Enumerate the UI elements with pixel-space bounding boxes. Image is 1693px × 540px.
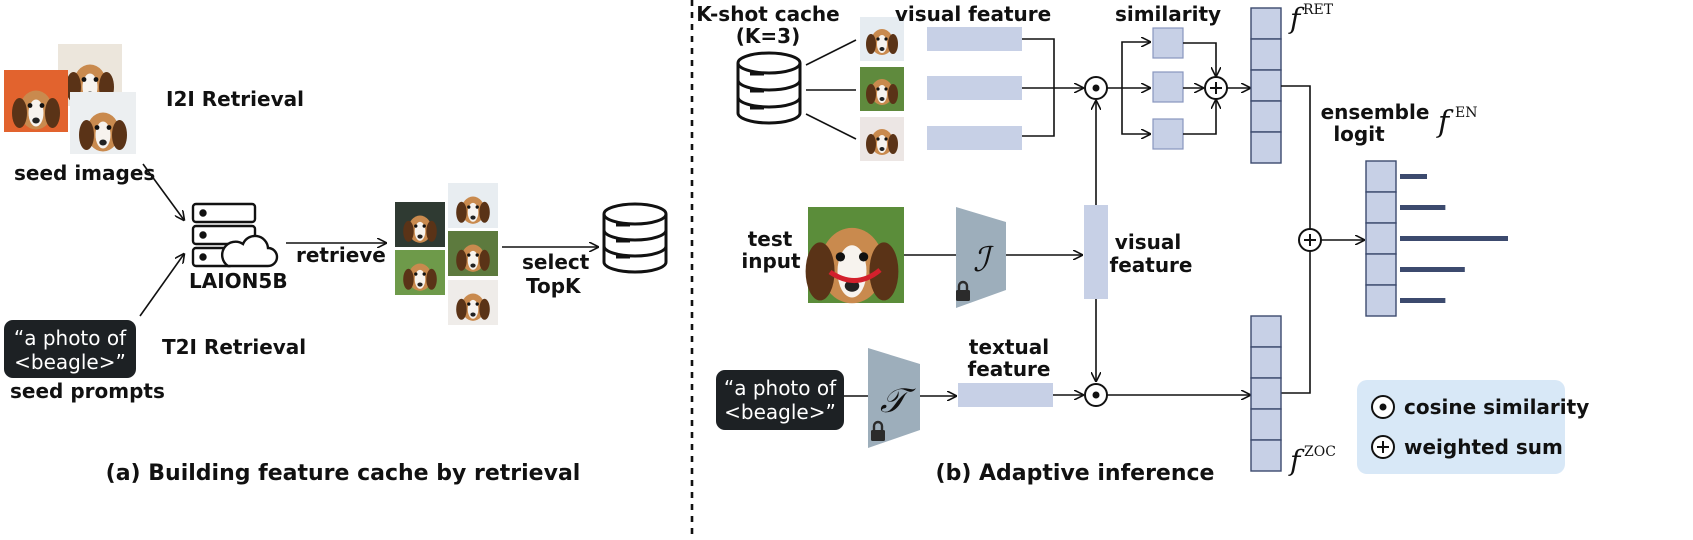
ensemble-bar-3 — [1400, 236, 1508, 241]
cache-image-1 — [860, 17, 904, 61]
seed-prompts-label: seed prompts — [10, 379, 165, 403]
image-encoder: ℐ — [954, 207, 1006, 308]
seed-image-2 — [4, 70, 68, 132]
arrow-seed-images-to-laion — [142, 163, 184, 220]
t2i-retrieval-label: T2I Retrieval — [162, 335, 306, 359]
laion5b-label: LAION5B — [189, 269, 288, 293]
f-zoc-logit-vector — [1250, 315, 1282, 472]
retrieved-image-2 — [448, 183, 498, 228]
retrieved-image-1 — [395, 202, 445, 247]
kshot-k-label: (K=3) — [736, 24, 800, 48]
legend-box: cosine similarity weighted sum — [1357, 380, 1589, 474]
retrieved-image-4 — [448, 231, 498, 276]
weighted-sum-legend-icon — [1371, 435, 1395, 459]
arrow-cosine-to-sim-1 — [1121, 42, 1150, 88]
retrieve-label: retrieve — [296, 243, 386, 267]
arrow-fret-to-ensemble — [1281, 85, 1311, 229]
cache-link-3 — [805, 113, 857, 140]
retrieved-images-grid — [395, 183, 498, 325]
f-ret-superscript: RET — [1303, 2, 1334, 18]
f-ret-logit-vector — [1250, 7, 1282, 164]
feature-database-icon — [602, 202, 668, 274]
visual-feature-label-2: feature — [1110, 253, 1193, 277]
input-label: input — [741, 249, 801, 273]
ensemble-bar-5 — [1400, 298, 1446, 303]
arrow-fzoc-to-ensemble — [1281, 251, 1311, 394]
visual-feature-vector — [1084, 205, 1108, 299]
cosine-similarity-legend-icon — [1371, 395, 1395, 419]
cache-image-2 — [860, 67, 904, 111]
seed-images-stack — [4, 44, 136, 154]
arrow-cosine-to-sim-3 — [1121, 88, 1150, 134]
textual-feature-label-2: feature — [968, 357, 1051, 381]
cache-feature-2 — [927, 76, 1022, 100]
left-caption: (a) Building feature cache by retrieval — [106, 461, 581, 486]
retrieved-image-3 — [395, 250, 445, 295]
cosine-node-top — [1084, 76, 1108, 100]
image-encoder-symbol: ℐ — [973, 240, 994, 280]
seed-image-3 — [70, 92, 136, 154]
retrieved-image-5 — [448, 280, 498, 325]
arrow-sim-3-to-sum — [1183, 100, 1216, 135]
cache-feature-3 — [927, 126, 1022, 150]
text-prompt-line1: “a photo of — [724, 376, 837, 400]
similarity-box-3 — [1152, 118, 1184, 150]
ensemble-logit-vector — [1365, 160, 1397, 317]
seed-images-label: seed images — [14, 161, 155, 185]
similarity-box-1 — [1152, 27, 1184, 59]
seed-prompt-line1: “a photo of — [14, 326, 127, 350]
textual-feature-label-1: textual — [969, 335, 1049, 359]
ensemble-bar-4 — [1400, 267, 1465, 272]
legend-cosine-label: cosine similarity — [1404, 395, 1589, 419]
topk-label: TopK — [526, 274, 582, 298]
f-en-symbol: f — [1436, 105, 1454, 140]
legend-weighted-label: weighted sum — [1404, 435, 1563, 459]
right-caption: (b) Adaptive inference — [936, 461, 1215, 486]
arrow-seed-prompts-to-laion — [139, 254, 184, 317]
similarity-box-2 — [1152, 71, 1184, 103]
ensemble-bars — [1400, 174, 1508, 303]
textual-feature-vector — [958, 383, 1053, 407]
select-label: select — [522, 250, 590, 274]
text-prompt-line2: <beagle>” — [724, 400, 836, 424]
seed-prompt-line2: <beagle>” — [14, 350, 126, 374]
logit-label: logit — [1333, 122, 1385, 146]
kshot-cache-database-icon — [736, 51, 802, 125]
f-zoc-symbol: f — [1288, 444, 1305, 477]
cache-feature-1 — [927, 27, 1022, 51]
i2i-retrieval-label: I2I Retrieval — [166, 87, 304, 111]
seed-prompt-pill: “a photo of <beagle>” — [4, 320, 136, 378]
ensemble-bar-2 — [1400, 205, 1446, 210]
arrow-sim-1-to-sum — [1183, 42, 1216, 76]
cosine-node-bottom — [1084, 383, 1108, 407]
ensemble-label: ensemble — [1321, 100, 1430, 124]
weighted-sum-node-ensemble — [1298, 228, 1322, 252]
cache-link-1 — [805, 39, 857, 66]
ensemble-bar-1 — [1400, 174, 1427, 179]
similarity-label: similarity — [1115, 2, 1221, 26]
f-en-superscript: EN — [1455, 105, 1477, 121]
cache-image-3 — [860, 117, 904, 161]
visual-feature-top-label: visual feature — [895, 2, 1051, 26]
test-label: test — [748, 227, 793, 251]
kshot-cache-label: K-shot cache — [696, 2, 839, 26]
server-cloud-icon — [191, 202, 279, 268]
visual-feature-label-1: visual — [1115, 230, 1181, 254]
test-input-image — [805, 207, 904, 304]
text-prompt-pill: “a photo of <beagle>” — [716, 370, 844, 430]
f-zoc-superscript: ZOC — [1304, 444, 1336, 460]
weighted-sum-node-top — [1204, 76, 1228, 100]
text-encoder: 𝒯 — [868, 348, 920, 448]
